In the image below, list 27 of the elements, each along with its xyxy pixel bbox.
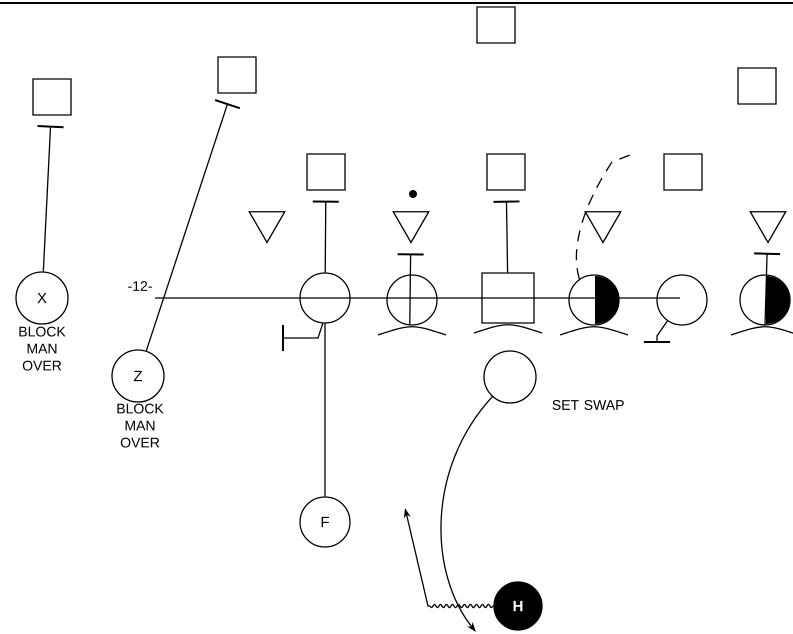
player-square bbox=[486, 153, 526, 191]
player-note: SET SWAP bbox=[552, 400, 624, 410]
player-square bbox=[663, 153, 703, 191]
player-circle bbox=[483, 350, 537, 404]
block-line bbox=[644, 320, 670, 343]
player-note: BLOCK MAN OVER bbox=[117, 404, 164, 448]
block-line bbox=[493, 200, 520, 272]
block-line bbox=[38, 125, 64, 272]
route-line bbox=[576, 154, 630, 280]
block-line bbox=[754, 252, 780, 326]
route-line bbox=[324, 324, 326, 496]
player-square bbox=[217, 56, 257, 94]
player-circle bbox=[739, 274, 791, 326]
block-line bbox=[312, 200, 339, 272]
player-square bbox=[306, 153, 346, 191]
block-line bbox=[282, 323, 324, 351]
player-square bbox=[32, 78, 72, 116]
player-circle bbox=[386, 274, 438, 326]
player-square bbox=[737, 67, 777, 105]
player-square bbox=[481, 272, 535, 324]
block-line bbox=[398, 253, 424, 326]
player-circle bbox=[656, 274, 708, 326]
player-circle bbox=[568, 274, 620, 326]
player-circle bbox=[299, 272, 351, 324]
yard-marker: -12- bbox=[128, 281, 152, 291]
player-square bbox=[476, 6, 516, 44]
player-note: BLOCK MAN OVER bbox=[19, 326, 66, 371]
